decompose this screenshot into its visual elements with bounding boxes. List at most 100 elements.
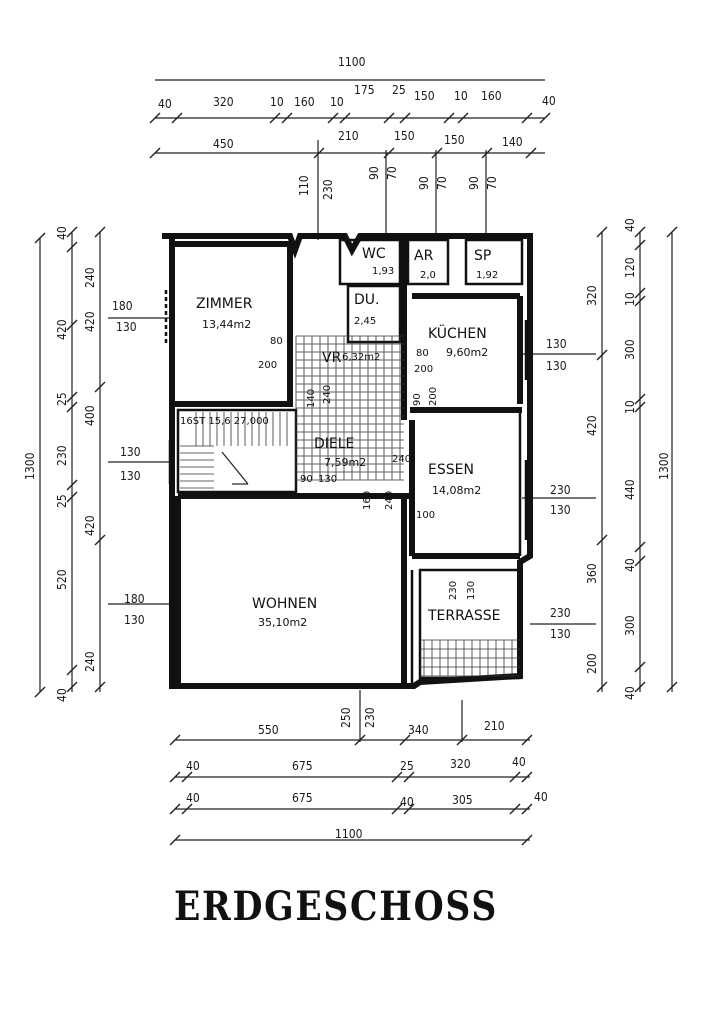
left-r-3: 25 (55, 392, 69, 406)
left-win-1: 130 (116, 320, 137, 334)
room-vr-area: 6,32m2 (342, 352, 380, 363)
room-du-name: DU. (354, 292, 379, 308)
right-r-8: 200 (585, 653, 599, 674)
bot-r0-1: 250 (339, 707, 353, 728)
top-r1-9: 160 (481, 89, 502, 103)
left-r-7: 240 (83, 651, 97, 672)
right-win-2: 230 (550, 483, 571, 497)
bot-r1-1: 675 (292, 759, 313, 773)
right-r-3: 300 (623, 339, 637, 360)
windows (164, 290, 528, 688)
right-r-5: 440 (623, 479, 637, 500)
room-wohnen-name: WOHNEN (252, 596, 317, 612)
left-win-3: 130 (120, 469, 141, 483)
bot-r0-2: 230 (363, 707, 377, 728)
top-r1-8: 10 (454, 89, 468, 103)
top-v-4: 90 (417, 176, 431, 190)
top-v-6: 90 (467, 176, 481, 190)
int-dim-3: 240 (322, 385, 333, 404)
room-du-area: 2,45 (354, 316, 376, 327)
right-r-7: 300 (623, 615, 637, 636)
int-dim-8: 100 (416, 510, 435, 521)
left-r2-0: 420 (83, 311, 97, 332)
right-outer-dim: 1300 (657, 452, 671, 480)
top-r2-2: 150 (394, 129, 415, 143)
room-sp-name: SP (474, 248, 491, 264)
int-dim-5: 130 (318, 474, 337, 485)
int-dim-9: 80 (416, 348, 429, 359)
int-dim-1: 200 (258, 360, 277, 371)
bot-r0-3: 340 (408, 723, 429, 737)
top-r1-7: 150 (414, 89, 435, 103)
left-r2-1: 400 (83, 405, 97, 426)
room-wc-name: WC (362, 246, 386, 262)
left-r-2: 420 (55, 319, 69, 340)
top-v-5: 70 (435, 176, 449, 190)
top-r1-2: 10 (270, 95, 284, 109)
bottom-total-dim: 1100 (335, 827, 363, 841)
left-win-0: 180 (112, 299, 133, 313)
right-win-4: 230 (550, 606, 571, 620)
bot-r2-3: 305 (452, 793, 473, 807)
top-r1-3: 160 (294, 95, 315, 109)
building-walls (162, 233, 533, 689)
room-essen-area: 14,08m2 (432, 484, 481, 497)
bot-r0-0: 550 (258, 723, 279, 737)
right-r-4: 10 (623, 400, 637, 414)
bot-r0-4: 210 (484, 719, 505, 733)
room-wohnen-area: 35,10m2 (258, 616, 307, 629)
room-kuechen-area: 9,60m2 (446, 346, 488, 359)
room-kuechen-name: KÜCHEN (428, 324, 487, 342)
left-outer-dim: 1300 (23, 452, 37, 480)
bot-r2-2: 40 (400, 795, 414, 809)
right-r2-1: 420 (585, 415, 599, 436)
left-r-8: 40 (55, 688, 69, 702)
room-ar-area: 2,0 (420, 270, 436, 281)
room-ar-name: AR (414, 248, 434, 264)
right-r2-2: 360 (585, 563, 599, 584)
int-dim-12: 200 (428, 387, 439, 406)
int-dim-14: 230 (448, 581, 459, 600)
top-r2-0: 450 (213, 137, 234, 151)
int-dim-10: 200 (414, 364, 433, 375)
room-labels: ZIMMER 13,44m2 WC 1,93 AR 2,0 SP 1,92 DU… (180, 246, 500, 629)
left-r-0: 40 (55, 226, 69, 240)
left-r2-2: 420 (83, 515, 97, 536)
right-r-0: 40 (623, 218, 637, 232)
top-v-1: 230 (321, 179, 335, 200)
int-dim-11: 90 (412, 393, 423, 406)
top-v-7: 70 (485, 176, 499, 190)
room-diele-name: DIELE (314, 436, 354, 452)
right-win-1: 130 (546, 359, 567, 373)
int-dim-2: 140 (306, 389, 317, 408)
terrace-pattern (420, 639, 520, 677)
bot-r1-4: 40 (512, 755, 526, 769)
left-r-6: 520 (55, 569, 69, 590)
bot-r2-0: 40 (186, 791, 200, 805)
right-win-0: 130 (546, 337, 567, 351)
top-dimensions: 1100 40 320 10 160 10 175 25 150 10 160 … (149, 55, 556, 240)
int-dim-0: 80 (270, 336, 283, 347)
room-sp-area: 1,92 (476, 270, 498, 281)
top-r1-1: 320 (213, 95, 234, 109)
left-win-5: 130 (124, 613, 145, 627)
right-win-3: 130 (550, 503, 571, 517)
left-r-4: 230 (55, 445, 69, 466)
top-r1-0: 40 (158, 97, 172, 111)
top-total-dim: 1100 (338, 55, 366, 69)
int-dim-4: 90 (300, 474, 313, 485)
room-diele-area: 7,59m2 (324, 456, 366, 469)
int-dim-7: 240 (384, 491, 395, 510)
top-v-2: 90 (367, 166, 381, 180)
tile-hatching (295, 335, 404, 481)
int-dim-15: 130 (466, 581, 477, 600)
bot-r1-3: 320 (450, 757, 471, 771)
top-r2-4: 140 (502, 135, 523, 149)
right-dimensions: 1300 40 120 10 300 10 440 40 300 200 40 … (522, 218, 678, 700)
plan-title: ERDGESCHOSS (174, 883, 498, 930)
room-zimmer-name: ZIMMER (196, 296, 253, 312)
room-zimmer-area: 13,44m2 (202, 318, 251, 331)
int-dim-6: 160 (362, 491, 373, 510)
right-r-9: 40 (623, 686, 637, 700)
bot-r1-0: 40 (186, 759, 200, 773)
